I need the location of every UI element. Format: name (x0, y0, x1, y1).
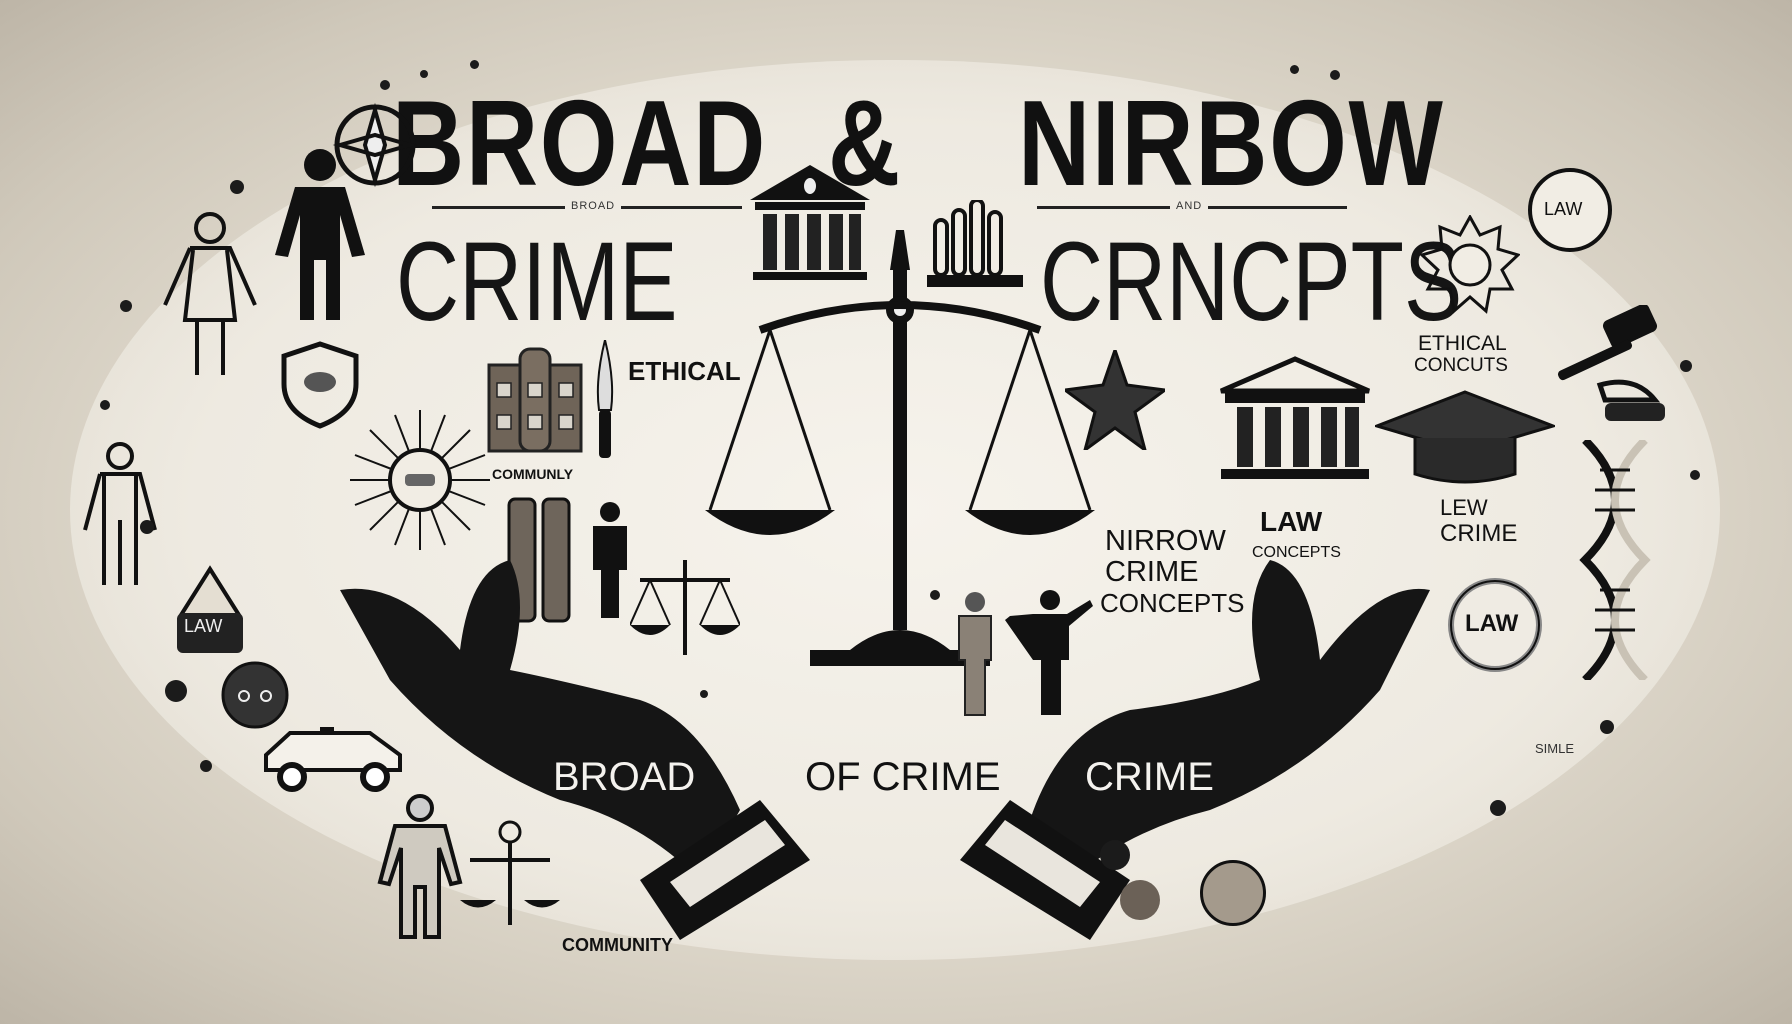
label-community-top: COMMUNLY (492, 466, 574, 482)
headline-nirbow: NIRBOW (1018, 75, 1445, 211)
bottom-scales-icon (460, 820, 560, 925)
speck (140, 520, 154, 534)
small-scales-icon (630, 560, 740, 655)
person-outline-icon (377, 794, 463, 939)
label-lew-crime-1: LEW (1440, 495, 1488, 520)
speck (1290, 65, 1299, 74)
speck (420, 70, 428, 78)
dna-helix-icon (1579, 440, 1651, 680)
label-ethical-right-1: ETHICAL (1418, 332, 1507, 355)
person-icon (275, 149, 365, 320)
headline-crime: CRIME (396, 219, 678, 344)
courthouse-right-icon (1220, 356, 1370, 479)
building-icon (487, 347, 583, 453)
sunburst-icon (350, 410, 490, 550)
open-hand-right-icon (960, 560, 1430, 940)
speck (700, 690, 708, 698)
speck (1100, 840, 1130, 870)
speck (1200, 860, 1266, 926)
label-ethical-left: ETHICAL (628, 356, 741, 386)
shield-icon (281, 341, 359, 429)
rule-label-right: AND (1170, 200, 1209, 212)
speck (230, 180, 244, 194)
law-circle-icon (1528, 168, 1612, 252)
label-narrow-3: CONCEPTS (1100, 588, 1245, 618)
speck (1690, 470, 1700, 480)
graduation-cap-icon (1375, 390, 1555, 484)
label-narrow-2: CRIME (1105, 556, 1199, 588)
speck (1330, 70, 1340, 80)
gavel-icon (1557, 305, 1665, 421)
label-of-crime: OF CRIME (805, 755, 1001, 799)
label-law-circle-top: LAW (1544, 199, 1583, 219)
law-circle-right-icon (1448, 578, 1542, 672)
speck (165, 680, 187, 702)
speck (1680, 360, 1692, 372)
speck (200, 760, 212, 772)
law-bag-icon (177, 565, 243, 653)
speck (1600, 720, 1614, 734)
speck (380, 80, 390, 90)
open-hand-left-icon (340, 560, 810, 940)
speck (100, 400, 110, 410)
label-lew-crime-2: CRIME (1440, 520, 1518, 547)
courthouse-icon (750, 165, 870, 280)
label-community-bottom: COMMUNITY (562, 935, 673, 955)
small-person-icon (593, 502, 627, 618)
speck (120, 300, 132, 312)
scales-of-justice-icon (705, 230, 1095, 666)
compass-icon (332, 102, 418, 188)
face-icon (221, 661, 289, 729)
knife-icon (596, 340, 614, 458)
label-narrow-1: NIRROW (1105, 525, 1226, 557)
speck (1490, 800, 1506, 816)
label-law-concepts-2: CONCEPTS (1252, 544, 1341, 561)
pillars-icon (927, 200, 1023, 287)
standing-person-icon (83, 442, 157, 585)
label-hand-right: CRIME (1085, 755, 1214, 799)
star-badge-icon (1065, 350, 1165, 450)
label-hand-left: BROAD (553, 755, 696, 799)
label-law-circle-right: LAW (1465, 610, 1519, 637)
label-ethical-right-2: CONCUTS (1414, 355, 1508, 376)
badge-icon (1420, 215, 1520, 314)
speck (1120, 880, 1160, 920)
headline-broad: BROAD (392, 75, 768, 211)
rule-label-left: BROAD (565, 200, 622, 212)
speck (470, 60, 479, 69)
headline-concepts: CRNCPTS (1040, 219, 1463, 344)
two-people-icon (958, 590, 1093, 716)
label-law-bag: LAW (184, 616, 223, 636)
woman-figure-icon (163, 212, 257, 375)
police-car-icon (264, 727, 402, 792)
label-small-right: SIMLE (1535, 741, 1575, 756)
speck (930, 590, 940, 600)
label-law-concepts-1: LAW (1260, 506, 1323, 537)
